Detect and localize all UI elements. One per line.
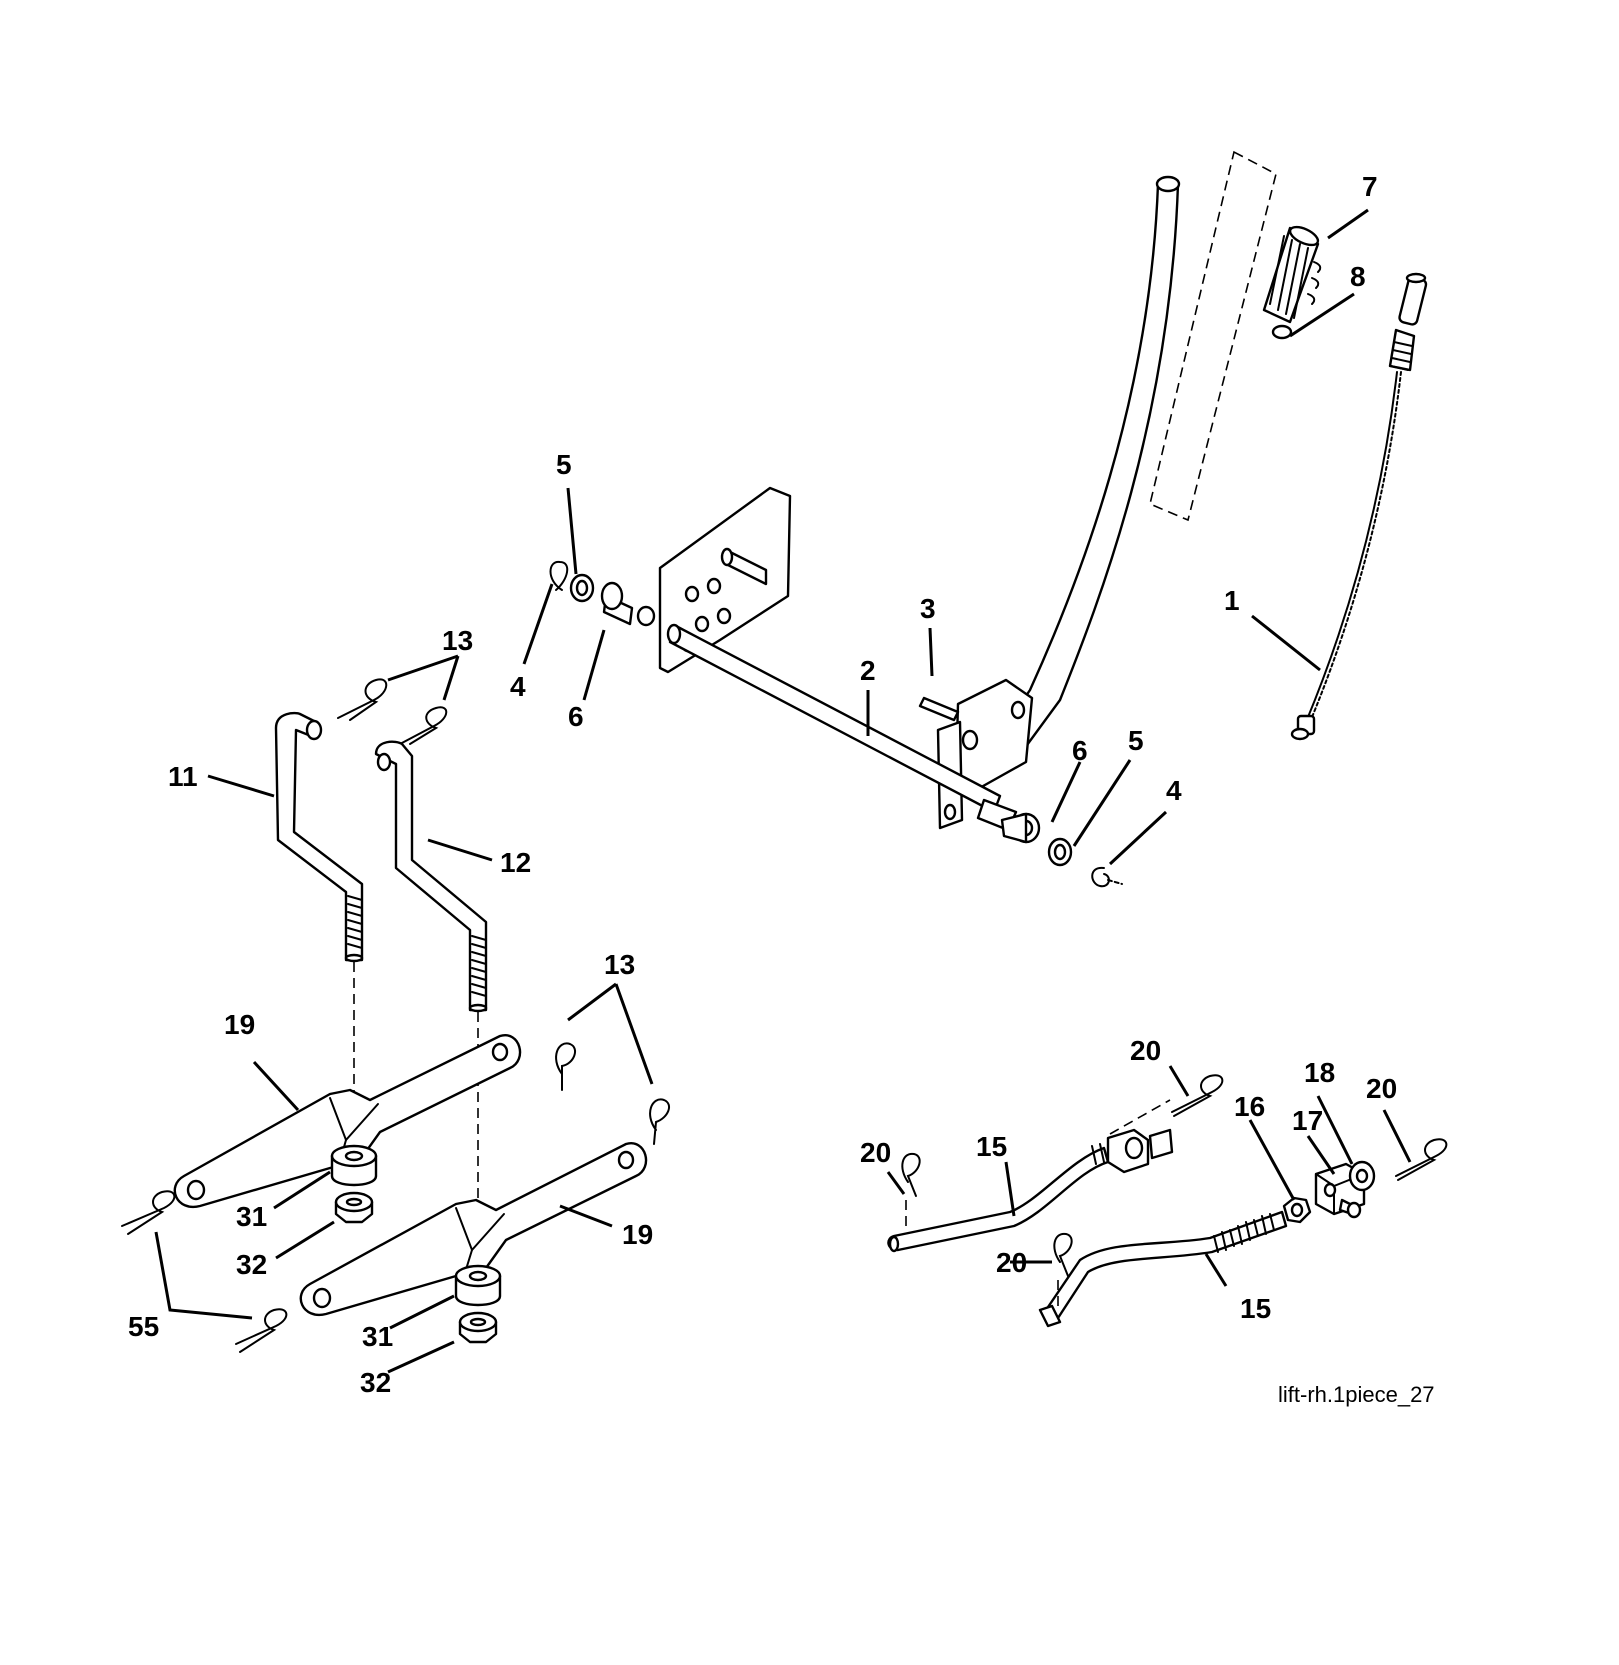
part-bushing-18 <box>1348 1160 1376 1192</box>
part-hairpin-20-a <box>901 1152 921 1232</box>
part-nut-32-lower <box>458 1311 498 1344</box>
part-hairpin-55 <box>121 1190 288 1353</box>
part-bushing-31-lower <box>454 1264 502 1307</box>
part-nut-16 <box>1282 1196 1312 1224</box>
part-adjust-rod-15-lower <box>1038 1210 1288 1328</box>
callout-15-lower: 15 <box>1240 1293 1271 1324</box>
part-hairpin-4-right <box>1091 866 1123 888</box>
callout-4-right: 4 <box>1166 775 1182 806</box>
callout-6-left: 6 <box>568 701 584 732</box>
callout-13-mid: 13 <box>604 949 635 980</box>
leader-lines <box>154 208 1412 1374</box>
callout-labels: 1 2 3 4 5 6 7 8 6 5 4 11 12 13 13 19 19 … <box>128 171 1397 1398</box>
callout-1: 1 <box>1224 585 1240 616</box>
callout-6-right: 6 <box>1072 735 1088 766</box>
callout-20-b: 20 <box>1130 1035 1161 1066</box>
part-lift-lever <box>936 175 1181 830</box>
part-bushing-31-upper <box>330 1144 378 1187</box>
part-lift-cable <box>1290 272 1428 741</box>
part-nut-32-upper <box>334 1191 374 1224</box>
part-hairpin-20-d <box>1395 1138 1448 1181</box>
part-hairpin-13-mid <box>555 1042 671 1145</box>
callout-8: 8 <box>1350 261 1366 292</box>
callout-5-right: 5 <box>1128 725 1144 756</box>
callout-15-upper: 15 <box>976 1131 1007 1162</box>
part-lift-arm-19-upper <box>173 1034 522 1209</box>
callout-32-lower: 32 <box>360 1367 391 1398</box>
callout-20-a: 20 <box>860 1137 891 1168</box>
callout-16: 16 <box>1234 1091 1265 1122</box>
part-washer-5-right <box>1047 837 1073 867</box>
callout-4-left: 4 <box>510 671 526 702</box>
callout-12: 12 <box>500 847 531 878</box>
callout-19-upper: 19 <box>224 1009 255 1040</box>
part-lift-link-12 <box>374 740 488 1013</box>
callout-11: 11 <box>168 761 198 792</box>
callout-31-upper: 31 <box>236 1201 267 1232</box>
callout-18: 18 <box>1304 1057 1335 1088</box>
callout-31-lower: 31 <box>362 1321 393 1352</box>
part-hairpin-20-c <box>1053 1232 1073 1306</box>
part-handle-grip-area <box>1149 150 1322 522</box>
part-adjust-rod-15-upper <box>887 1099 1174 1253</box>
part-bushing-6-left <box>600 581 656 627</box>
callout-13-top: 13 <box>442 625 473 656</box>
callout-20-d: 20 <box>1366 1073 1397 1104</box>
callout-7: 7 <box>1362 171 1378 202</box>
callout-3: 3 <box>920 593 936 624</box>
part-hairpin-13-top <box>337 678 448 745</box>
callout-17: 17 <box>1292 1105 1323 1136</box>
callout-5-left: 5 <box>556 449 572 480</box>
callout-19-lower: 19 <box>622 1219 653 1250</box>
callout-32-upper: 32 <box>236 1249 267 1280</box>
part-washer-5-left <box>569 573 595 603</box>
part-hairpin-20-b <box>1171 1074 1224 1117</box>
callout-2: 2 <box>860 655 876 686</box>
callout-20-c: 20 <box>996 1247 1027 1278</box>
reference-code: lift-rh.1piece_27 <box>1278 1382 1435 1407</box>
callout-55: 55 <box>128 1311 159 1342</box>
part-bushing-6-right <box>1000 812 1041 844</box>
part-hairpin-4-left <box>549 560 569 591</box>
part-lift-link-11 <box>274 711 364 963</box>
part-spring-pin <box>918 696 960 722</box>
